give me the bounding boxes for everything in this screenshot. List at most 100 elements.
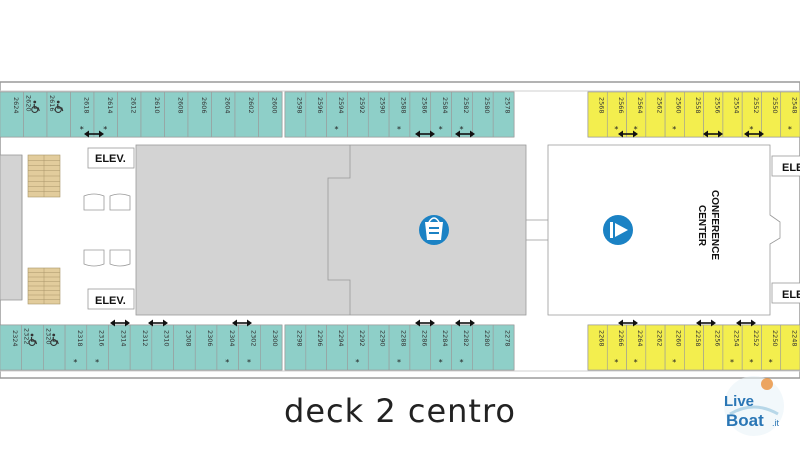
cabin-2290[interactable]: 2290 bbox=[367, 324, 390, 371]
cabin-2254[interactable]: 2254* bbox=[722, 324, 743, 371]
cabin-marker: * bbox=[459, 125, 463, 134]
elevator-right-top-box bbox=[771, 155, 800, 177]
cabin-2600[interactable]: 2600 bbox=[258, 91, 283, 138]
cabin-2582[interactable]: 2582* bbox=[451, 91, 473, 138]
cabin-2258[interactable]: 2258 bbox=[684, 324, 704, 371]
cabin-2314[interactable]: 2314 bbox=[108, 324, 131, 371]
cabin-2320[interactable]: 2320 bbox=[43, 324, 66, 371]
cabin-2278[interactable]: 2278 bbox=[492, 324, 515, 371]
cabin-2594[interactable]: 2594* bbox=[326, 91, 348, 138]
cabin-2264[interactable]: 2264* bbox=[626, 324, 647, 371]
cabin-number: 2304 bbox=[228, 330, 236, 347]
cabin-2302[interactable]: 2302* bbox=[238, 324, 261, 371]
cabin-2562[interactable]: 2562 bbox=[645, 91, 666, 138]
cabin-2618[interactable]: 2618* bbox=[70, 91, 95, 138]
cabin-number: 2566 bbox=[617, 97, 625, 114]
connecting-door-arrow bbox=[455, 319, 475, 327]
cabin-2256[interactable]: 2256 bbox=[703, 324, 724, 371]
cabin-2550[interactable]: 2550 bbox=[761, 91, 782, 138]
cabin-2260[interactable]: 2260* bbox=[664, 324, 685, 371]
cabin-2322[interactable]: 2322 bbox=[21, 324, 44, 371]
svg-text:Boat: Boat bbox=[726, 411, 764, 430]
cabin-marker: * bbox=[634, 125, 638, 134]
cabin-2586[interactable]: 2586 bbox=[409, 91, 432, 138]
cabin-2558[interactable]: 2558 bbox=[684, 91, 704, 138]
cabin-2252[interactable]: 2252 * bbox=[741, 324, 762, 371]
cabin-2294[interactable]: 2294 bbox=[326, 324, 348, 371]
cabin-number: 2300 bbox=[271, 330, 279, 347]
cabin-2578[interactable]: 2578 bbox=[492, 91, 515, 138]
cabin-2248[interactable]: 2248 bbox=[780, 324, 800, 371]
cabin-2602[interactable]: 2602 bbox=[234, 91, 259, 138]
cabin-2250[interactable]: 2250* bbox=[761, 324, 782, 371]
cabin-number: 2296 bbox=[316, 330, 324, 347]
cabin-2608[interactable]: 2608 bbox=[164, 91, 189, 138]
cabin-2324[interactable]: 2324 bbox=[0, 324, 22, 371]
cabin-2590[interactable]: 2590 bbox=[367, 91, 390, 138]
cabin-marker: * bbox=[672, 358, 676, 367]
cabin-2298[interactable]: 2298 bbox=[284, 324, 307, 371]
cabin-2268[interactable]: 2268 bbox=[587, 324, 608, 371]
cabin-2310[interactable]: 2310 bbox=[151, 324, 174, 371]
cabin-2548[interactable]: 2548* bbox=[780, 91, 800, 138]
presentation-icon bbox=[603, 215, 633, 245]
cabin-2598[interactable]: 2598 bbox=[284, 91, 307, 138]
cabin-2564[interactable]: 2564* bbox=[626, 91, 647, 138]
cabin-number: 2252 bbox=[752, 330, 760, 347]
cabin-2300[interactable]: 2300 bbox=[260, 324, 283, 371]
cabin-2284[interactable]: 2284* bbox=[430, 324, 452, 371]
cabin-number: 2592 bbox=[358, 97, 366, 114]
cabin-2556[interactable]: 2556 bbox=[703, 91, 724, 138]
cabin-2554[interactable]: 2554 bbox=[722, 91, 743, 138]
cabin-2616[interactable]: 2616 bbox=[46, 91, 71, 138]
cabin-2552[interactable]: 2552* bbox=[741, 91, 762, 138]
cabin-2292[interactable]: 2292* bbox=[347, 324, 369, 371]
cabin-2614[interactable]: 2614* bbox=[93, 91, 118, 138]
cabin-2566[interactable]: 2566* bbox=[606, 91, 627, 138]
cabin-number: 2610 bbox=[153, 97, 161, 114]
cabin-number: 2606 bbox=[200, 97, 208, 114]
cabin-number: 2254 bbox=[733, 330, 741, 347]
cabin-2308[interactable]: 2308 bbox=[173, 324, 196, 371]
cabin-2288[interactable]: 2288* bbox=[388, 324, 411, 371]
cabin-2606[interactable]: 2606 bbox=[187, 91, 212, 138]
cabin-number: 2580 bbox=[483, 97, 491, 114]
shop-icon bbox=[419, 215, 449, 245]
cabin-2610[interactable]: 2610 bbox=[140, 91, 165, 138]
cabin-2318[interactable]: 2318* bbox=[64, 324, 88, 371]
cabin-number: 2614 bbox=[106, 97, 114, 114]
cabin-2612[interactable]: 2612 bbox=[117, 91, 142, 138]
cabin-2304[interactable]: 2304 * bbox=[216, 324, 239, 371]
cabin-2588[interactable]: 2588* bbox=[388, 91, 411, 138]
cabin-2280[interactable]: 2280 bbox=[472, 324, 494, 371]
cabin-marker: * bbox=[749, 358, 753, 367]
cabin-2624[interactable]: 2624 bbox=[0, 91, 24, 138]
cabin-2592[interactable]: 2592 bbox=[347, 91, 369, 138]
cabin-number: 2620 bbox=[25, 95, 33, 112]
cabin-2604[interactable]: 2604 bbox=[211, 91, 236, 138]
cabin-2620[interactable]: 2620 bbox=[23, 91, 48, 138]
cabin-2584[interactable]: 2584* bbox=[430, 91, 452, 138]
cabin-2596[interactable]: 2596 bbox=[305, 91, 327, 138]
cabin-2312[interactable]: 2312 bbox=[129, 324, 153, 371]
cabin-2266[interactable]: 2266* bbox=[606, 324, 627, 371]
central-public-area bbox=[135, 144, 527, 316]
connecting-door-arrow bbox=[703, 130, 723, 138]
cabin-marker: * bbox=[225, 358, 229, 367]
cabin-2262[interactable]: 2262 bbox=[645, 324, 666, 371]
cabin-2282[interactable]: 2282* bbox=[451, 324, 473, 371]
cabin-2316[interactable]: 2316* bbox=[86, 324, 109, 371]
cabin-2306[interactable]: 2306 bbox=[194, 324, 218, 371]
cabin-number: 2282 bbox=[462, 330, 470, 347]
cabin-2286[interactable]: 2286 bbox=[409, 324, 432, 371]
wheelchair-icon bbox=[54, 100, 64, 113]
cabin-2560[interactable]: 2560* bbox=[664, 91, 685, 138]
connecting-door-arrow bbox=[696, 319, 716, 327]
cabin-2568[interactable]: 2568 bbox=[587, 91, 608, 138]
connecting-door-arrow bbox=[736, 319, 756, 327]
cabin-2296[interactable]: 2296 bbox=[305, 324, 327, 371]
connecting-door-arrows bbox=[84, 130, 764, 327]
cabin-2580[interactable]: 2580 bbox=[472, 91, 494, 138]
cabin-number: 2284 bbox=[441, 330, 449, 347]
